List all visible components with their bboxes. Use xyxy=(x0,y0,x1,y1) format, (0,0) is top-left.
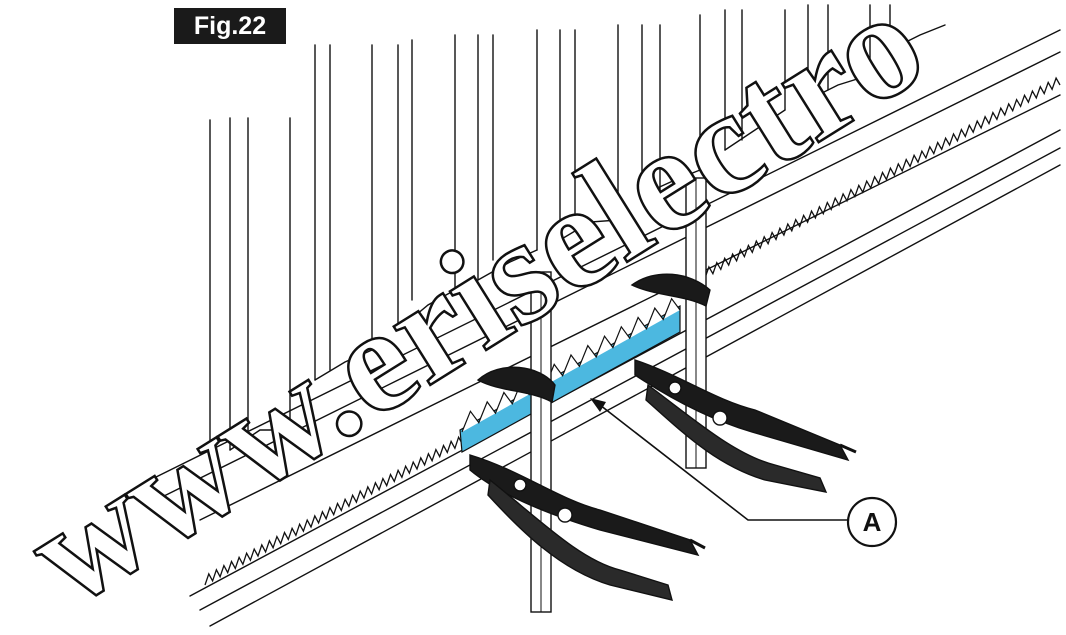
highlighted-rack-section xyxy=(459,297,681,453)
figure-label: Fig.22 xyxy=(174,8,286,44)
callout-letter: A xyxy=(863,507,882,537)
gate-rails xyxy=(149,29,1061,627)
callout-marker-a: A xyxy=(846,496,898,548)
watermark: www.eriselectro xyxy=(0,0,952,635)
callout-leader xyxy=(590,398,848,521)
locking-clamp-back xyxy=(630,177,857,493)
gear-rack xyxy=(204,76,1061,586)
locking-clamp-front xyxy=(469,271,706,613)
gate-bars xyxy=(209,4,946,451)
